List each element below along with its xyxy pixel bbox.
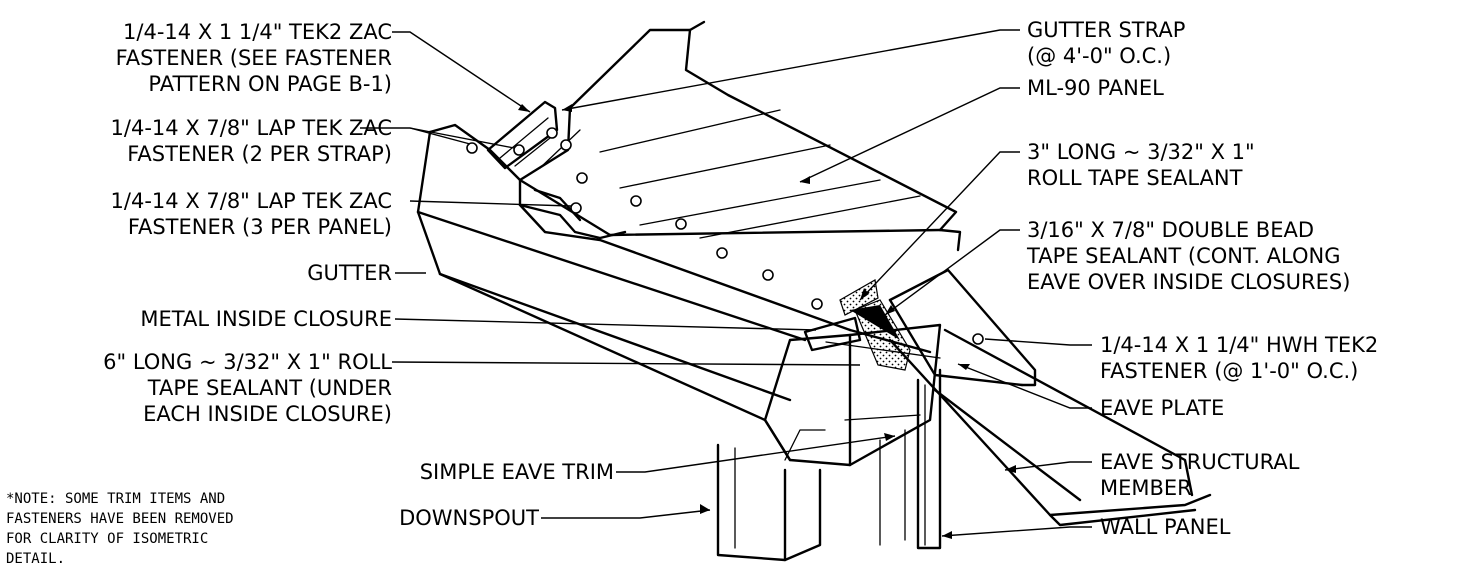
label-double-bead-line2: TAPE SEALANT (CONT. ALONG xyxy=(1026,244,1341,268)
isometric-assembly xyxy=(416,20,1212,562)
label-tek2-zac-line1: 1/4-14 X 1 1/4" TEK2 ZAC xyxy=(123,20,392,44)
note-line4: DETAIL. xyxy=(6,551,65,567)
label-double-bead-line1: 3/16" X 7/8" DOUBLE BEAD xyxy=(1027,218,1314,242)
left-labels: 1/4-14 X 1 1/4" TEK2 ZAC FASTENER (SEE F… xyxy=(103,20,614,530)
label-gutter-strap-line1: GUTTER STRAP xyxy=(1027,18,1185,42)
label-lap-strap-line2: FASTENER (2 PER STRAP) xyxy=(127,142,392,166)
panel-fasteners xyxy=(466,127,984,345)
label-roll-tape-6-line2: TAPE SEALANT (UNDER xyxy=(147,376,392,400)
note-line3: FOR CLARITY OF ISOMETRIC xyxy=(6,531,208,547)
label-roll-tape-6-line3: EACH INSIDE CLOSURE) xyxy=(143,402,392,426)
label-double-bead-line3: EAVE OVER INSIDE CLOSURES) xyxy=(1027,270,1350,294)
ml90-panel-shape xyxy=(518,20,962,252)
label-gutter: GUTTER xyxy=(307,261,392,285)
label-tek2-zac-line2: FASTENER (SEE FASTENER xyxy=(116,46,392,70)
right-labels: GUTTER STRAP (@ 4'-0" O.C.) ML-90 PANEL … xyxy=(1026,18,1378,539)
gutter-strap-shape xyxy=(486,100,559,170)
label-simple-eave-trim: SIMPLE EAVE TRIM xyxy=(420,460,614,484)
label-ml90-panel: ML-90 PANEL xyxy=(1027,76,1164,100)
label-wall-panel: WALL PANEL xyxy=(1100,515,1231,539)
label-lap-panel-line1: 1/4-14 X 7/8" LAP TEK ZAC xyxy=(111,189,392,213)
label-hwh-tek2-line2: FASTENER (@ 1'-0" O.C.) xyxy=(1100,359,1358,383)
eave-plate-shape xyxy=(888,268,1037,387)
wall-panel-shape xyxy=(879,368,942,550)
label-hwh-tek2-line1: 1/4-14 X 1 1/4" HWH TEK2 xyxy=(1100,333,1378,357)
leader-lines xyxy=(360,29,1092,539)
note-line2: FASTENERS HAVE BEEN REMOVED xyxy=(6,511,234,527)
label-eave-structural-line2: MEMBER xyxy=(1100,476,1192,500)
label-downspout: DOWNSPOUT xyxy=(399,506,539,530)
label-eave-structural-line1: EAVE STRUCTURAL xyxy=(1100,450,1300,474)
label-metal-inside-closure: METAL INSIDE CLOSURE xyxy=(140,307,392,331)
sealant-tapes-shape xyxy=(839,279,911,371)
label-roll-tape-3-line1: 3" LONG ~ 3/32" X 1" xyxy=(1027,140,1255,164)
label-roll-tape-3-line2: ROLL TAPE SEALANT xyxy=(1027,166,1243,190)
eave-structural-member-shape xyxy=(888,328,1212,527)
note-line1: *NOTE: SOME TRIM ITEMS AND xyxy=(6,491,225,507)
label-lap-strap-line1: 1/4-14 X 7/8" LAP TEK ZAC xyxy=(111,116,392,140)
downspout-shape xyxy=(716,443,822,562)
label-gutter-strap-line2: (@ 4'-0" O.C.) xyxy=(1027,44,1171,68)
label-tek2-zac-line3: PATTERN ON PAGE B-1) xyxy=(148,72,392,96)
gutter-shape xyxy=(416,123,852,462)
label-roll-tape-6-line1: 6" LONG ~ 3/32" X 1" ROLL xyxy=(103,350,392,374)
label-lap-panel-line2: FASTENER (3 PER PANEL) xyxy=(128,215,392,239)
label-eave-plate: EAVE PLATE xyxy=(1100,396,1224,420)
isometric-note: *NOTE: SOME TRIM ITEMS AND FASTENERS HAV… xyxy=(6,491,234,567)
